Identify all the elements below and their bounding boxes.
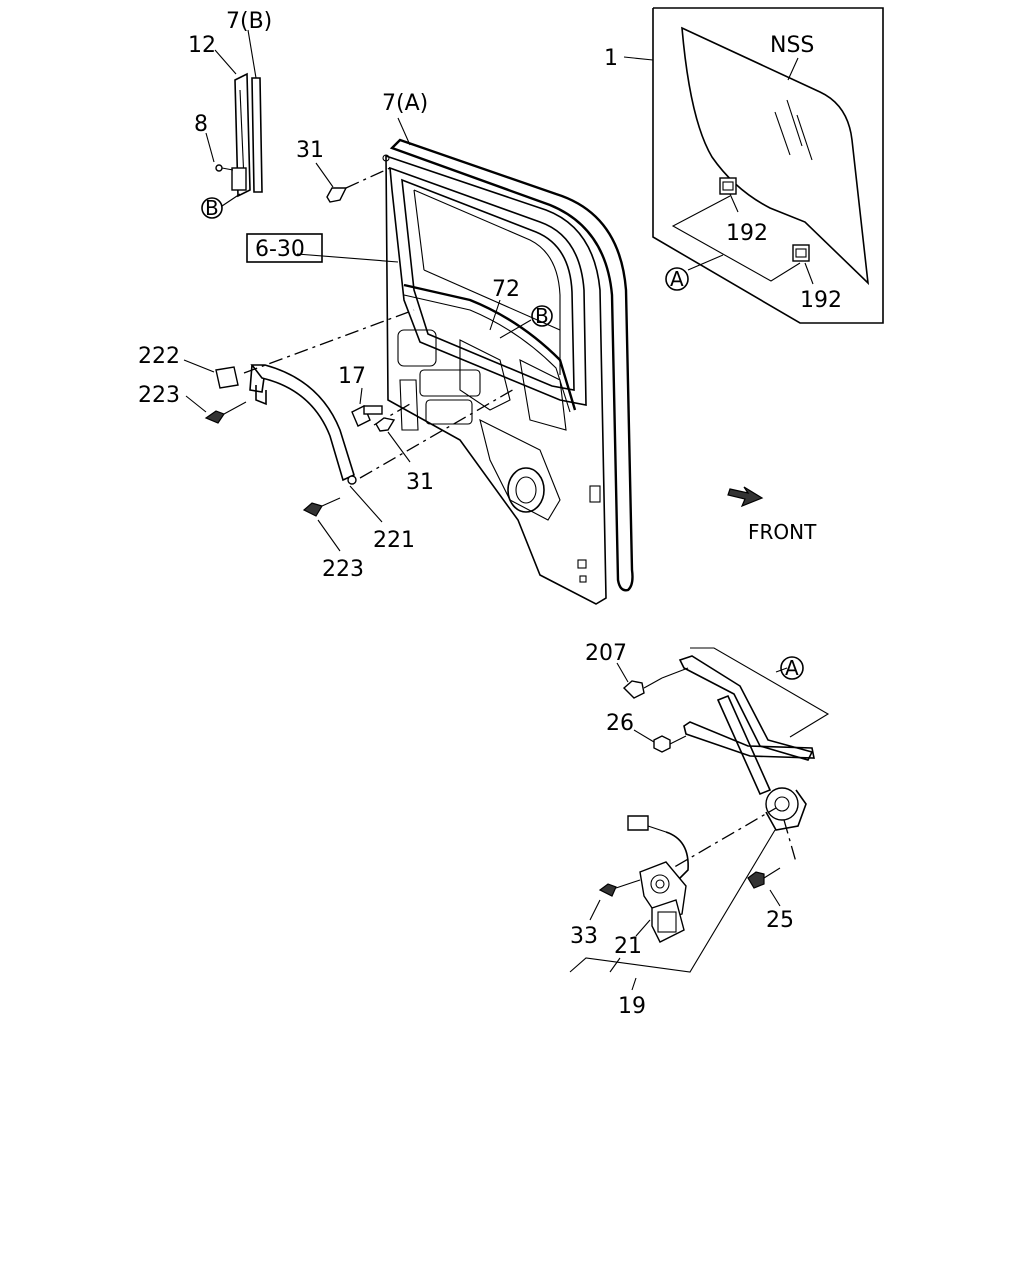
label-31-mid: 31 — [406, 470, 434, 495]
label-207: 207 — [585, 641, 627, 666]
callout-a-reg-circle — [780, 656, 804, 680]
label-31-top: 31 — [296, 138, 324, 163]
callout-a-top-circle — [665, 267, 689, 291]
label-12: 12 — [188, 33, 216, 58]
label-21: 21 — [614, 934, 642, 959]
run-channel — [205, 29, 263, 207]
label-26: 26 — [606, 711, 634, 736]
label-221: 221 — [373, 528, 415, 553]
label-6-30: 6-30 — [255, 237, 305, 262]
label-192-b: 192 — [800, 288, 842, 313]
motor-21 — [569, 815, 776, 991]
label-19: 19 — [618, 994, 646, 1019]
callout-b-mid-circle — [531, 305, 553, 327]
label-7b: 7(B) — [226, 9, 272, 34]
label-nss: NSS — [770, 33, 814, 58]
front-arrow — [727, 486, 764, 508]
label-b-top: B — [205, 196, 219, 220]
label-b-mid: B — [535, 304, 549, 328]
label-223-bot: 223 — [322, 557, 364, 582]
labels: 7(B) 12 8 B 7(A) 31 6-30 72 B 222 223 17… — [138, 9, 842, 1019]
label-223-top: 223 — [138, 383, 180, 408]
label-8: 8 — [194, 112, 208, 137]
label-33: 33 — [570, 924, 598, 949]
window-regulator — [616, 647, 830, 907]
label-17: 17 — [338, 364, 366, 389]
ref-box-6-30 — [246, 233, 323, 263]
label-72: 72 — [492, 277, 520, 302]
label-front: FRONT — [748, 520, 817, 544]
door-panel — [243, 117, 634, 605]
glass-inset — [623, 7, 884, 324]
fasteners-17-31 — [351, 387, 411, 463]
label-192-a: 192 — [726, 221, 768, 246]
clip-31-top — [315, 162, 348, 203]
armrest-221 — [183, 359, 383, 552]
label-1: 1 — [604, 46, 618, 71]
label-a-top: A — [670, 267, 684, 291]
label-7a: 7(A) — [382, 91, 428, 116]
label-a-reg: A — [785, 656, 799, 680]
label-222: 222 — [138, 344, 180, 369]
callout-b-circle — [201, 197, 223, 219]
label-25: 25 — [766, 908, 794, 933]
